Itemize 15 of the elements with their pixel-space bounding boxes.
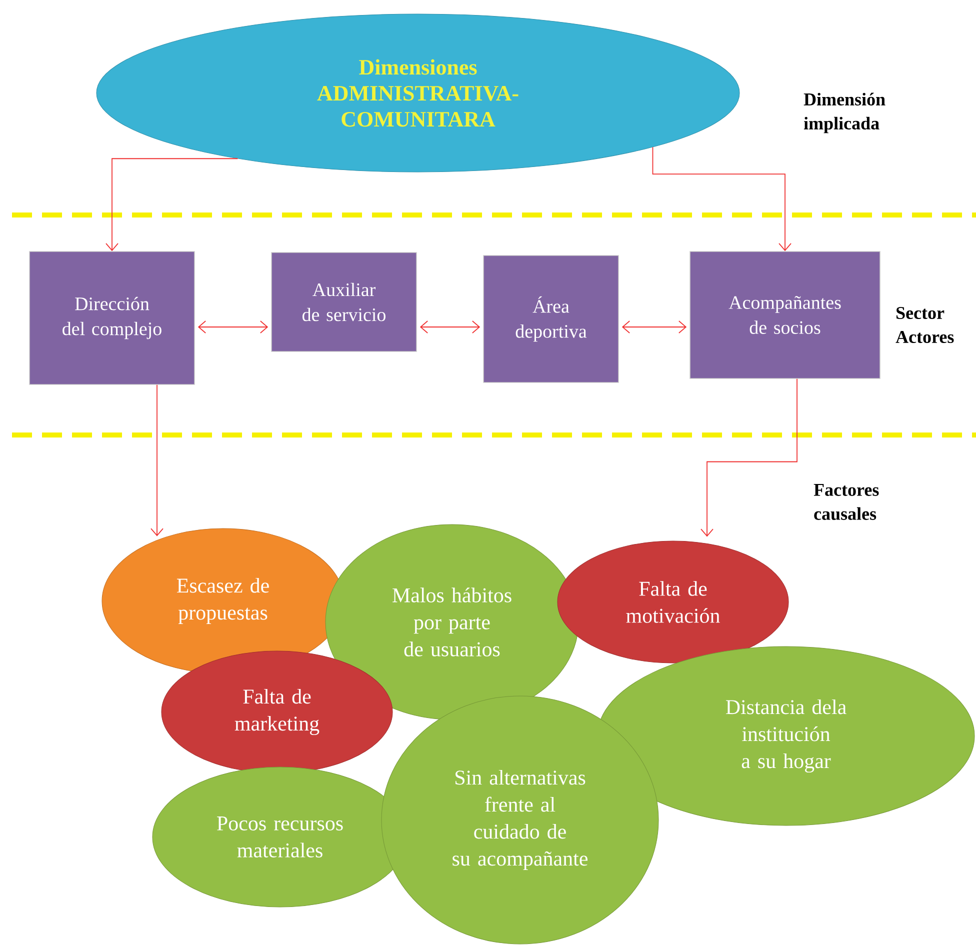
actor-box: Auxiliar de servicio (271, 252, 417, 352)
node-label: Distancia dela institución a su hogar (726, 699, 846, 773)
actor-box: Dirección del complejo (29, 251, 195, 385)
actor-box: Área deportiva (483, 255, 619, 383)
arrow (652, 146, 792, 252)
arrow (622, 320, 687, 334)
node-label: Sin alternativas frente al cuidado de su acompañante (452, 770, 588, 870)
arrow (198, 320, 268, 334)
section-label: Dimensión implicada (804, 92, 886, 134)
section-label: Factores causales (814, 484, 879, 520)
arrow (150, 384, 164, 536)
arrow (420, 320, 480, 334)
arrow (106, 158, 238, 252)
arrow (700, 378, 798, 537)
actor-box: Acompañantes de socios (690, 251, 880, 379)
